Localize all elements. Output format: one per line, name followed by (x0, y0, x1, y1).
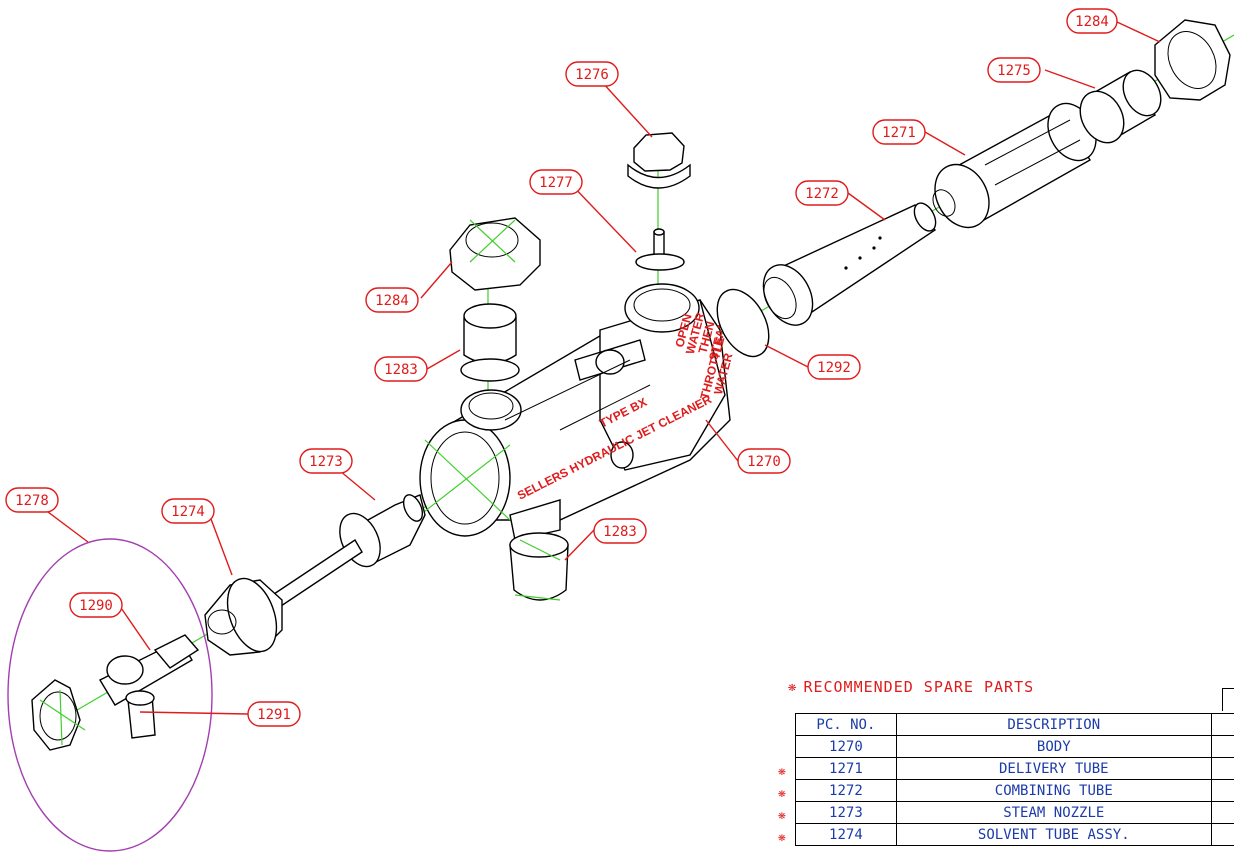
body-1270: SELLERS HYDRAULIC JET CLEANER TYPE BX OP… (419, 283, 736, 541)
row-description: STEAM NOZZLE (895, 801, 1212, 824)
svg-text:1275: 1275 (997, 63, 1031, 79)
row-extra (1210, 757, 1234, 780)
svg-text:1276: 1276 (575, 67, 609, 83)
header-description: DESCRIPTION (895, 713, 1212, 736)
hex-nut-1284-right (1154, 19, 1231, 101)
callout-1283-lower: 1283 (593, 518, 647, 544)
callout-1284-right: 1284 (1066, 8, 1118, 34)
disc-1277 (635, 228, 685, 271)
table-row: 1274 SOLVENT TUBE ASSY. (795, 823, 1234, 846)
leader-lines (31, 21, 1161, 715)
row-pc-no: 1272 (795, 779, 897, 802)
row-pc-no: 1273 (795, 801, 897, 824)
row-extra (1210, 735, 1234, 758)
row-pc-no: 1274 (795, 823, 897, 846)
callout-1283-upper: 1283 (374, 356, 428, 382)
header-extra (1210, 713, 1234, 736)
svg-text:1273: 1273 (309, 454, 343, 470)
callout-1272: 1272 (795, 180, 849, 206)
spare-parts-heading: RECOMMENDED SPARE PARTS (803, 678, 1035, 696)
table-header-row: PC. NO. DESCRIPTION (795, 713, 1234, 736)
bushing-1283-lower (509, 532, 569, 601)
row-extra (1210, 801, 1234, 824)
o-ring-1292 (716, 288, 770, 358)
valve-assembly-1278 (7, 538, 213, 852)
table-row: 1270 BODY (795, 735, 1234, 758)
delivery-tube-1271 (932, 102, 1097, 229)
callout-1273: 1273 (299, 448, 353, 474)
row-description: BODY (895, 735, 1212, 758)
svg-text:1270: 1270 (747, 454, 781, 470)
parts-list: PC. NO. DESCRIPTION 1270 BODY 1271 DELIV… (795, 713, 1234, 846)
callout-1278: 1278 (5, 487, 59, 513)
callout-1291: 1291 (247, 701, 301, 727)
callout-1292: 1292 (807, 354, 861, 380)
svg-text:1271: 1271 (882, 125, 916, 141)
callout-1284-left: 1284 (365, 287, 419, 313)
hex-nut-1284-left (449, 217, 541, 291)
sleeve-1275 (1079, 69, 1162, 144)
table-corner (1222, 688, 1234, 711)
spare-mark-icon: ❋ (778, 830, 786, 845)
row-extra (1210, 779, 1234, 802)
spare-mark-icon: ❋ (778, 786, 786, 801)
spare-mark-icon: ❋ (778, 808, 786, 823)
steam-nozzle-1273 (339, 494, 426, 568)
svg-text:1283: 1283 (603, 524, 637, 540)
callout-1275: 1275 (987, 57, 1041, 83)
callout-1277: 1277 (529, 169, 583, 195)
table-row: 1273 STEAM NOZZLE (795, 801, 1234, 824)
callout-1274: 1274 (161, 498, 215, 524)
table-row: 1271 DELIVERY TUBE (795, 757, 1234, 780)
svg-text:1290: 1290 (79, 598, 113, 614)
svg-text:1283: 1283 (384, 362, 418, 378)
callout-1276: 1276 (565, 61, 619, 87)
bushing-1283-upper (460, 303, 520, 382)
plug-1276 (627, 132, 691, 189)
header-pc-no: PC. NO. (795, 713, 897, 736)
combining-tube-1272 (762, 202, 937, 326)
table-row: 1272 COMBINING TUBE (795, 779, 1234, 802)
row-pc-no: 1270 (795, 735, 897, 758)
callout-1271: 1271 (872, 119, 926, 145)
row-extra (1210, 823, 1234, 846)
assembly-ellipse (7, 538, 213, 852)
svg-text:1272: 1272 (805, 186, 839, 202)
spare-mark-icon: ❋ (778, 764, 786, 779)
svg-text:1284: 1284 (1075, 14, 1109, 30)
callout-1270: 1270 (737, 448, 791, 474)
svg-text:1284: 1284 (375, 293, 409, 309)
row-description: COMBINING TUBE (895, 779, 1212, 802)
svg-text:1277: 1277 (539, 175, 573, 191)
svg-text:1292: 1292 (817, 360, 851, 376)
row-pc-no: 1271 (795, 757, 897, 780)
svg-text:1291: 1291 (257, 707, 291, 723)
row-description: SOLVENT TUBE ASSY. (895, 823, 1212, 846)
spare-parts-title: ❋ RECOMMENDED SPARE PARTS (788, 678, 1034, 696)
solvent-tube-1274 (204, 539, 363, 656)
callout-1290: 1290 (69, 592, 123, 618)
spare-symbol-icon: ❋ (788, 679, 798, 695)
svg-text:1274: 1274 (171, 504, 205, 520)
svg-text:1278: 1278 (15, 493, 49, 509)
instruction-marking: OPEN WATER THEN STEAM (672, 311, 730, 362)
row-description: DELIVERY TUBE (895, 757, 1212, 780)
